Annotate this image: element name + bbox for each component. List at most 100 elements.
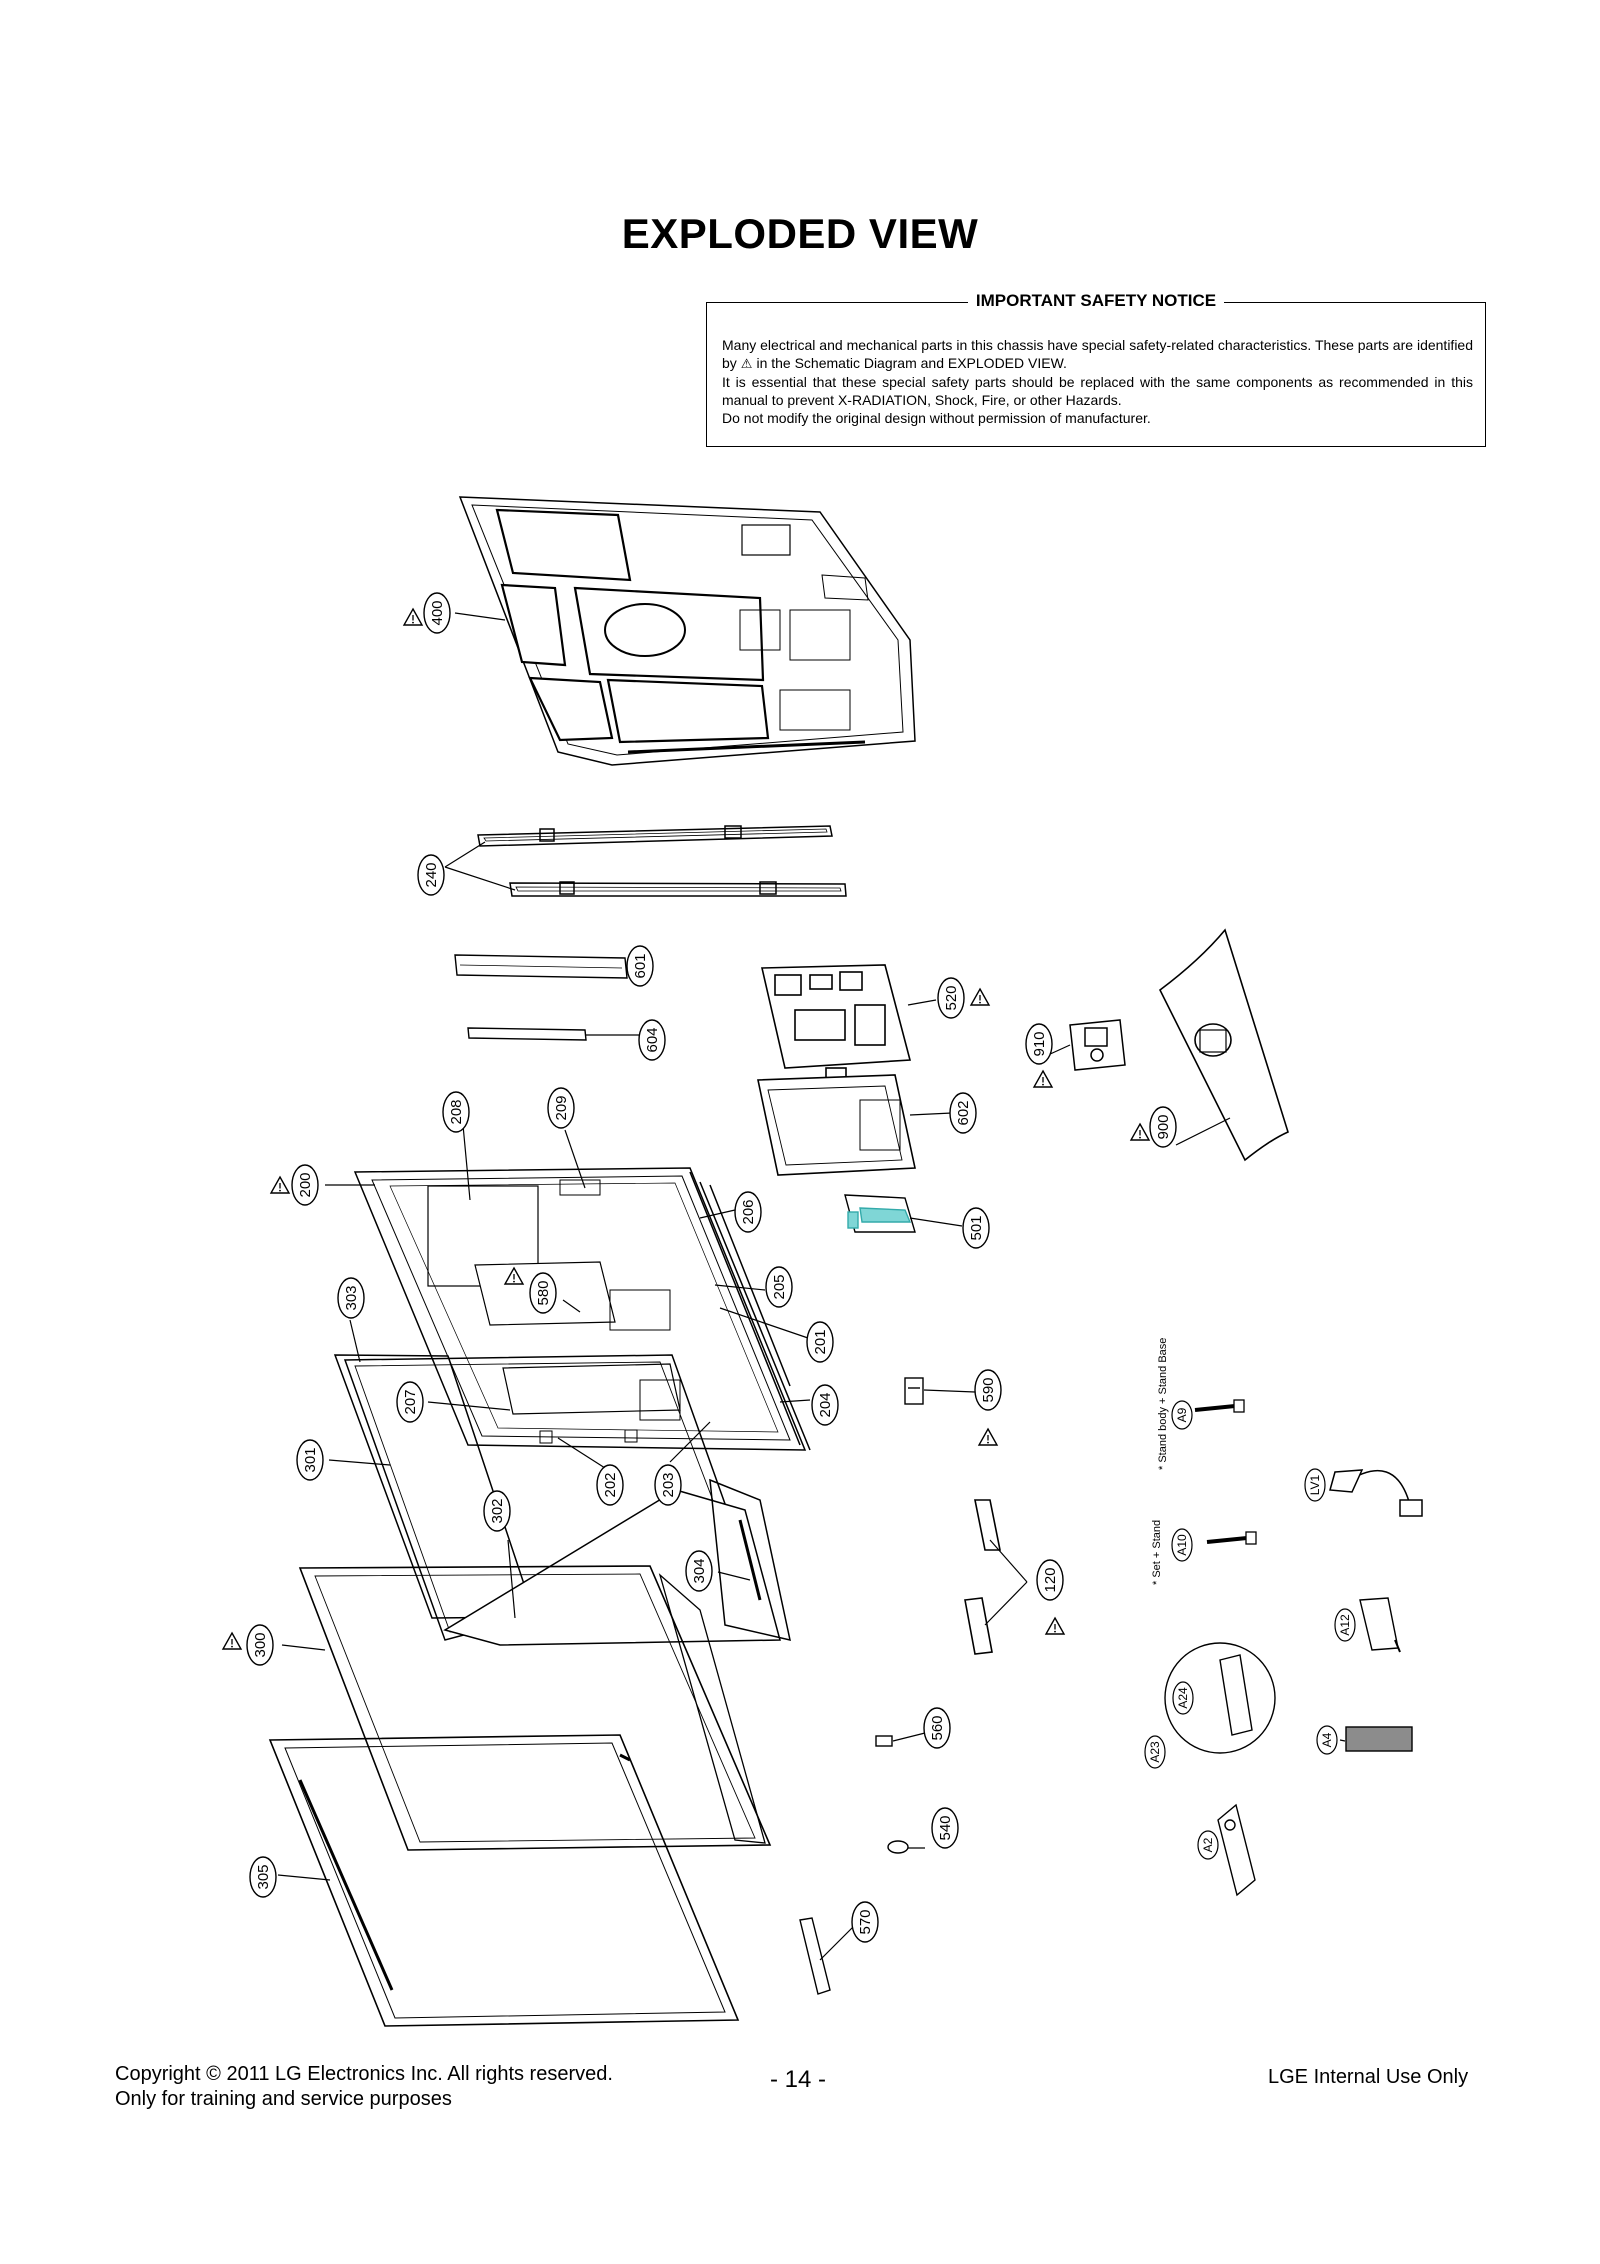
svg-text:400: 400: [429, 600, 446, 625]
footer-left: Copyright © 2011 LG Electronics Inc. All…: [115, 2062, 613, 2112]
callout-209: 209: [547, 1087, 575, 1129]
callout-208: 208: [442, 1091, 470, 1133]
callout-602: 602: [949, 1092, 977, 1134]
svg-text:590: 590: [980, 1377, 997, 1402]
main-frame-part: [353, 1167, 807, 1451]
callout-204: 204: [811, 1384, 839, 1426]
svg-text:201: 201: [812, 1329, 829, 1354]
main-board-part: [761, 964, 912, 1083]
remote-A2-part: [1217, 1803, 1256, 1897]
svg-text:900: 900: [1155, 1114, 1172, 1139]
svg-text:LV1: LV1: [1308, 1474, 1322, 1495]
callout-A24: A24: [1172, 1681, 1194, 1715]
guide-rails-part: [477, 825, 847, 897]
svg-text:207: 207: [402, 1389, 419, 1414]
side-rails-part: [539, 1171, 811, 1451]
callout-580: 580: [529, 1272, 557, 1314]
safety-notice-heading: IMPORTANT SAFETY NOTICE: [707, 291, 1485, 311]
speakers-part: [964, 1499, 1001, 1655]
svg-text:540: 540: [937, 1815, 954, 1840]
callout-200: 200: [291, 1164, 319, 1206]
callout-A4: A4: [1316, 1725, 1338, 1755]
callout-900: 900: [1149, 1106, 1177, 1148]
callout-LV1: LV1: [1304, 1468, 1326, 1502]
svg-text:A2: A2: [1201, 1837, 1215, 1852]
stand-bracket-part: [1069, 1019, 1126, 1071]
svg-text:570: 570: [857, 1909, 874, 1934]
callout-201: 201: [806, 1321, 834, 1363]
callout-560: 560: [923, 1707, 951, 1749]
svg-text:910: 910: [1031, 1031, 1048, 1056]
svg-text:301: 301: [302, 1447, 319, 1472]
screws-part: [1194, 1399, 1257, 1545]
cable-part: [1329, 1469, 1423, 1517]
svg-text:302: 302: [489, 1498, 506, 1523]
warning-triangle-icon: ⚠: [740, 356, 753, 371]
callout-A12: A12: [1334, 1608, 1356, 1642]
svg-text:204: 204: [817, 1392, 834, 1417]
callout-570: 570: [851, 1901, 879, 1943]
callout-A23: A23: [1144, 1735, 1166, 1769]
safety-line-2: It is essential that these special safet…: [722, 374, 1473, 408]
page-title: EXPLODED VIEW: [621, 210, 979, 257]
connector-590-part: [904, 1377, 924, 1405]
callout-206: 206: [734, 1191, 762, 1233]
svg-text:520: 520: [943, 985, 960, 1010]
svg-text:206: 206: [740, 1199, 757, 1224]
svg-text:601: 601: [632, 953, 649, 978]
pad-A4-part: [1345, 1726, 1413, 1752]
svg-text:305: 305: [255, 1864, 272, 1889]
callout-203: 203: [654, 1464, 682, 1506]
svg-text:303: 303: [343, 1285, 360, 1310]
page-number: - 14 -: [770, 2066, 827, 2093]
callout-520: 520: [937, 977, 965, 1019]
footer-training: Only for training and service purposes: [115, 2088, 452, 2110]
callout-A2: A2: [1197, 1830, 1219, 1860]
footer-internal: LGE Internal Use Only: [1268, 2066, 1469, 2088]
board-shield-part: [757, 1074, 916, 1176]
svg-text:A12: A12: [1338, 1614, 1352, 1636]
svg-text:A9: A9: [1175, 1407, 1189, 1422]
callout-302: 302: [483, 1490, 511, 1532]
safety-notice-body: Many electrical and mechanical parts in …: [722, 336, 1473, 427]
callout-205: 205: [765, 1266, 793, 1308]
callout-910: 910: [1025, 1023, 1053, 1065]
svg-text:202: 202: [602, 1472, 619, 1497]
svg-text:208: 208: [448, 1099, 465, 1124]
svg-text:501: 501: [968, 1215, 985, 1240]
part-callouts: 400 240 601 604 520 910: [246, 592, 1356, 1943]
callout-240: 240: [417, 854, 445, 896]
callout-305: 305: [249, 1856, 277, 1898]
svg-text:205: 205: [771, 1274, 788, 1299]
back-cover-part: [458, 496, 916, 766]
svg-text:A23: A23: [1148, 1741, 1162, 1763]
callout-400: 400: [423, 592, 451, 634]
svg-text:A24: A24: [1176, 1687, 1190, 1709]
small-parts: [799, 1735, 909, 1995]
svg-text:A4: A4: [1320, 1732, 1334, 1747]
svg-text:209: 209: [553, 1095, 570, 1120]
part-540-shape: [887, 1840, 909, 1854]
callout-A10: A10: [1171, 1528, 1193, 1562]
callout-120: 120: [1036, 1559, 1064, 1601]
svg-text:240: 240: [423, 862, 440, 887]
svg-text:200: 200: [297, 1172, 314, 1197]
callout-604: 604: [638, 1019, 666, 1061]
svg-text:304: 304: [691, 1558, 708, 1583]
stand-base-part: [1158, 928, 1289, 1162]
bracket-601-part: [454, 954, 628, 979]
panel-304-part: [709, 1478, 791, 1641]
part-560-shape: [875, 1735, 893, 1747]
safety-line-1: Many electrical and mechanical parts in …: [722, 337, 1473, 371]
footer-copyright: Copyright © 2011 LG Electronics Inc. All…: [115, 2063, 613, 2085]
callout-207: 207: [396, 1381, 424, 1423]
battery-part: [1164, 1642, 1276, 1754]
part-570-shape: [799, 1917, 831, 1995]
svg-text:560: 560: [929, 1715, 946, 1740]
svg-text:580: 580: [535, 1280, 552, 1305]
callout-601: 601: [626, 945, 654, 987]
callout-304: 304: [685, 1550, 713, 1592]
svg-text:602: 602: [955, 1100, 972, 1125]
bracket-604-part: [467, 1027, 587, 1041]
svg-text:120: 120: [1042, 1567, 1059, 1592]
